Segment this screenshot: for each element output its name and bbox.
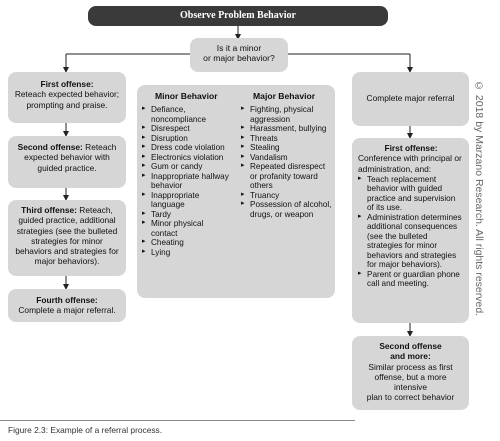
minor-behavior-item: Defiance, noncompliance — [142, 105, 242, 124]
decision-box: Is it a minor or major behavior? — [190, 38, 288, 72]
minor-behavior-item: Lying — [142, 248, 242, 258]
minor-behavior-list: Defiance, noncomplianceDisrespectDisrupt… — [142, 105, 242, 257]
right-first-offense-item: Parent or guardian phone call and meetin… — [358, 270, 464, 289]
right-first-offense-item: Administration determines additional con… — [358, 213, 464, 270]
major-behavior-item: Repeated disrespect or profanity toward … — [241, 162, 337, 191]
second-offense-label: Second offense: — [17, 142, 83, 152]
minor-behavior-item: Tardy — [142, 210, 242, 220]
major-referral-box: Complete major referral — [352, 72, 469, 126]
second-offense-more-label: Second offense and more: — [379, 341, 442, 362]
minor-behavior-item: Dress code violation — [142, 143, 242, 153]
major-behavior-item: Threats — [241, 134, 337, 144]
minor-behavior-item: Minor physical contact — [142, 219, 242, 238]
copyright-notice: © 2018 by Marzano Research. All rights r… — [473, 80, 485, 317]
major-behavior-item: Fighting, physical aggression — [241, 105, 337, 124]
minor-behavior-item: Disrespect — [142, 124, 242, 134]
first-offense-label: First offense: — [40, 79, 94, 89]
title-text: Observe Problem Behavior — [180, 10, 296, 21]
minor-behavior-item: Cheating — [142, 238, 242, 248]
major-behavior-item: Stealing — [241, 143, 337, 153]
right-first-offense-intro: Conference with principal or administrat… — [358, 153, 462, 174]
decision-text: Is it a minor or major behavior? — [203, 43, 275, 64]
major-behavior-item: Vandalism — [241, 153, 337, 163]
minor-behavior-item: Disruption — [142, 134, 242, 144]
major-behavior-title: Major Behavior — [253, 91, 316, 101]
right-first-offense-list: Teach replacement behavior with guided p… — [358, 175, 464, 289]
second-offense-more-text: Similar process as first offense, but a … — [366, 361, 455, 403]
third-offense-text: Reteach, guided practice, additional str… — [15, 205, 119, 267]
major-behavior-item: Harassment, bullying — [241, 124, 337, 134]
major-behavior-item: Truancy — [241, 191, 337, 201]
minor-behavior-item: Electronics violation — [142, 153, 242, 163]
fourth-offense-box: Fourth offense: Complete a major referra… — [8, 289, 126, 322]
title-box: Observe Problem Behavior — [88, 6, 388, 26]
right-first-offense-box: First offense: Conference with principal… — [352, 138, 469, 323]
fourth-offense-label: Fourth offense: — [36, 295, 98, 305]
minor-behavior-item: Inappropriate language — [142, 191, 242, 210]
major-behavior-list: Fighting, physical aggressionHarassment,… — [241, 105, 337, 219]
major-referral-text: Complete major referral — [366, 93, 455, 103]
right-first-offense-label: First offense: — [384, 143, 438, 153]
minor-behavior-item: Inappropriate hallway behavior — [142, 172, 242, 191]
second-offense-more-box: Second offense and more: Similar process… — [352, 336, 469, 410]
caption-rule — [0, 420, 355, 421]
second-offense-text: Reteach expected behavior with guided pr… — [24, 142, 117, 173]
major-behavior-item: Possession of alcohol, drugs, or weapon — [241, 200, 337, 219]
third-offense-box: Third offense: Reteach, guided practice,… — [8, 200, 126, 276]
minor-behavior-title: Minor Behavior — [155, 91, 218, 101]
figure-caption: Figure 2.3: Example of a referral proces… — [8, 425, 163, 435]
first-offense-text: Reteach expected behavior; prompting and… — [14, 89, 120, 110]
fourth-offense-text: Complete a major referral. — [18, 305, 116, 316]
minor-behavior-item: Gum or candy — [142, 162, 242, 172]
second-offense-box: Second offense: Reteach expected behavio… — [8, 136, 126, 188]
first-offense-box: First offense: Reteach expected behavior… — [8, 72, 126, 123]
third-offense-label: Third offense: — [21, 205, 77, 215]
right-first-offense-item: Teach replacement behavior with guided p… — [358, 175, 464, 213]
behavior-box: Minor Behavior Major Behavior Defiance, … — [137, 85, 335, 298]
